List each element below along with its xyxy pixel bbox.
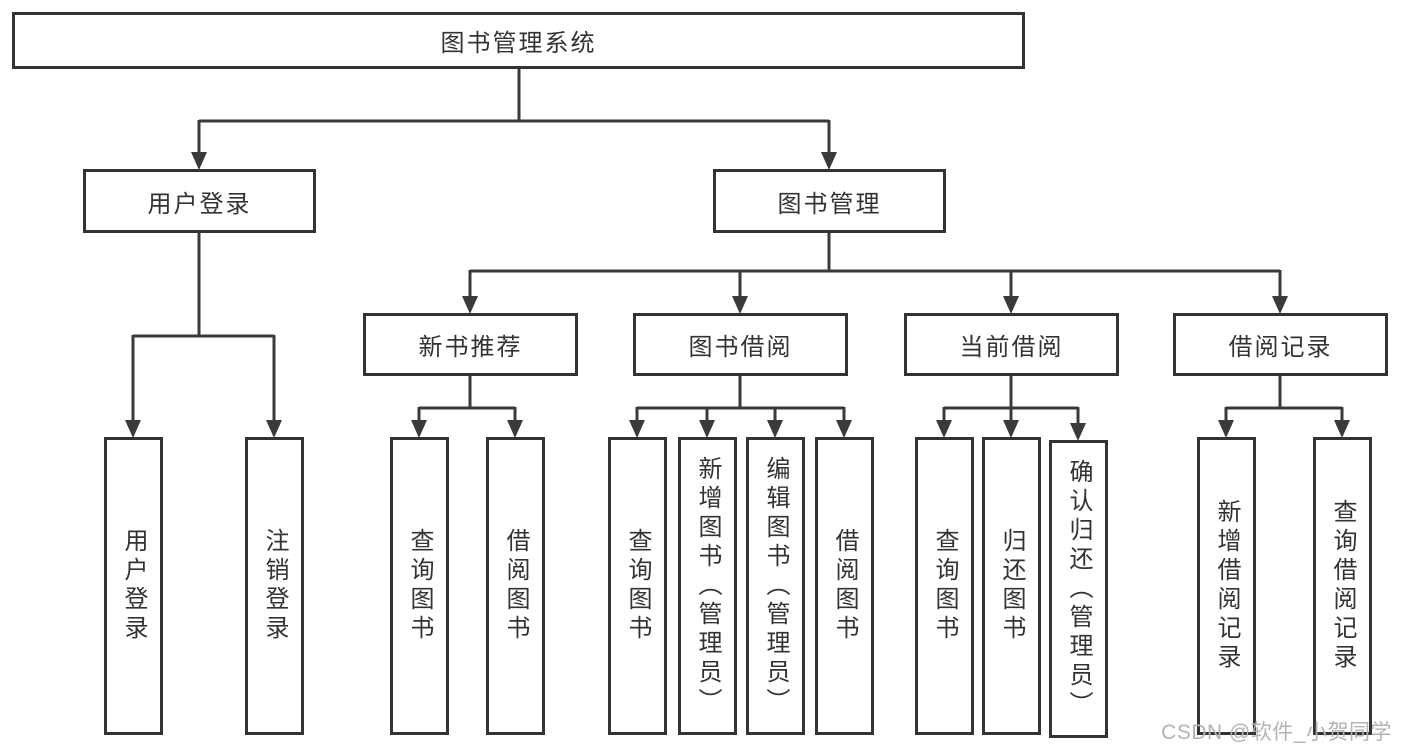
- connector-borrow-records: [1218, 375, 1350, 438]
- leaf-query-books-borrow-label: 查询图书: [624, 528, 651, 644]
- leaf-add-borrow-record-label: 新增借阅记录: [1213, 499, 1240, 673]
- leaf-confirm-return-admin: 确认归还（管理员）: [1049, 440, 1108, 738]
- leaf-add-borrow-record: 新增借阅记录: [1197, 437, 1256, 735]
- node-book-management: 图书管理: [713, 169, 946, 233]
- leaf-logout: 注销登录: [245, 437, 304, 735]
- node-new-book-recommend-label: 新书推荐: [418, 334, 523, 361]
- leaf-query-books-recommend-label: 查询图书: [406, 528, 433, 644]
- leaf-borrow-books-recommend: 借阅图书: [486, 437, 545, 735]
- watermark: CSDN @软件_小贺同学: [1161, 721, 1392, 744]
- node-current-borrow-label: 当前借阅: [959, 334, 1064, 361]
- connector-book-management: [462, 232, 1288, 314]
- node-borrow-records: 借阅记录: [1173, 313, 1388, 376]
- connector-new-book-recommend: [411, 375, 523, 438]
- leaf-add-book-admin-label: 新增图书（管理员）: [694, 455, 721, 717]
- connector-root: [191, 68, 837, 170]
- leaf-return-books: 归还图书: [982, 437, 1041, 735]
- node-book-borrow: 图书借阅: [633, 313, 848, 376]
- leaf-borrow-books-recommend-label: 借阅图书: [502, 528, 529, 644]
- leaf-user-login: 用户登录: [104, 437, 163, 735]
- node-user-login: 用户登录: [83, 169, 316, 233]
- leaf-query-borrow-record-label: 查询借阅记录: [1329, 499, 1356, 673]
- leaf-confirm-return-admin-label: 确认归还（管理员）: [1065, 458, 1092, 720]
- node-user-login-label: 用户登录: [147, 190, 252, 218]
- node-book-management-label: 图书管理: [777, 190, 882, 218]
- leaf-user-login-label: 用户登录: [120, 528, 147, 644]
- node-root: 图书管理系统: [12, 12, 1025, 69]
- leaf-borrow-books: 借阅图书: [815, 437, 874, 735]
- leaf-logout-label: 注销登录: [261, 528, 288, 644]
- node-book-borrow-label: 图书借阅: [688, 334, 793, 361]
- leaf-query-books-current-label: 查询图书: [931, 528, 958, 644]
- node-new-book-recommend: 新书推荐: [363, 313, 578, 376]
- leaf-query-books-borrow: 查询图书: [608, 437, 667, 735]
- leaf-query-borrow-record: 查询借阅记录: [1313, 437, 1372, 735]
- node-borrow-records-label: 借阅记录: [1228, 334, 1333, 361]
- node-root-label: 图书管理系统: [440, 30, 597, 57]
- connector-user-login: [125, 232, 282, 438]
- leaf-query-books-current: 查询图书: [915, 437, 974, 735]
- leaf-query-books-recommend: 查询图书: [390, 437, 449, 735]
- leaf-edit-book-admin: 编辑图书（管理员）: [746, 437, 805, 735]
- leaf-borrow-books-label: 借阅图书: [831, 528, 858, 644]
- leaf-return-books-label: 归还图书: [998, 528, 1025, 644]
- leaf-edit-book-admin-label: 编辑图书（管理员）: [762, 455, 789, 717]
- connector-book-borrow: [629, 375, 852, 438]
- node-current-borrow: 当前借阅: [904, 313, 1119, 376]
- leaf-add-book-admin: 新增图书（管理员）: [678, 437, 737, 735]
- connector-current-borrow: [936, 375, 1086, 441]
